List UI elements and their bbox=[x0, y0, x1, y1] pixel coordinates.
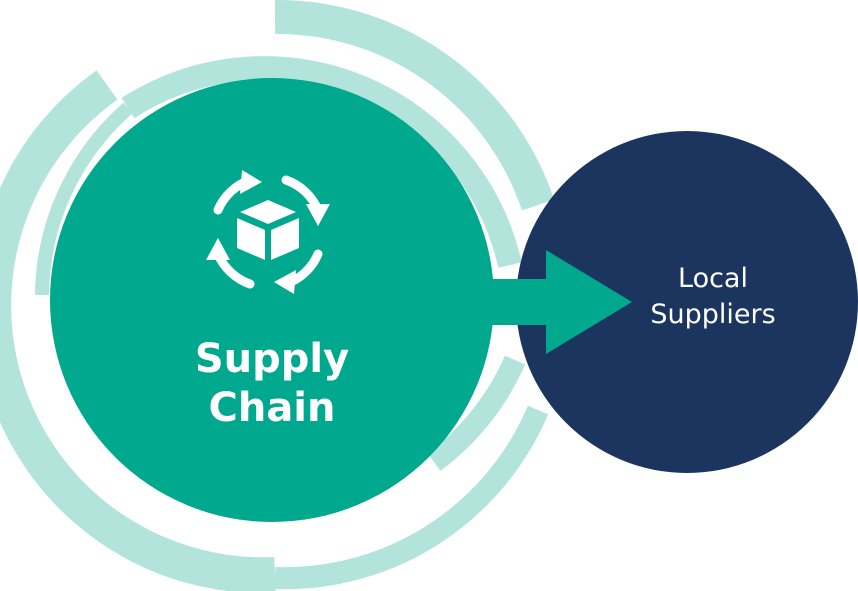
outer-arc-right-bottom bbox=[274, 405, 549, 590]
outer-arc-left bbox=[0, 70, 276, 591]
secondary-node-label-line1: Local bbox=[678, 263, 748, 294]
inner-arc-top bbox=[121, 56, 522, 268]
box-cycle-icon bbox=[206, 170, 330, 294]
inner-arc-left bbox=[35, 102, 133, 296]
secondary-node-circle bbox=[516, 131, 858, 473]
arrow-shaft bbox=[486, 279, 552, 325]
main-node-label-line1: Supply bbox=[195, 336, 349, 382]
outer-arc-right-top bbox=[274, 0, 555, 211]
decorative-arcs bbox=[0, 0, 555, 591]
arrow-head bbox=[546, 250, 632, 354]
secondary-node-label-line2: Suppliers bbox=[650, 299, 775, 330]
inner-arc-bottom bbox=[427, 355, 526, 471]
right-arrow bbox=[486, 250, 632, 354]
main-node-label-line2: Chain bbox=[208, 385, 335, 431]
main-node-circle bbox=[50, 78, 494, 522]
